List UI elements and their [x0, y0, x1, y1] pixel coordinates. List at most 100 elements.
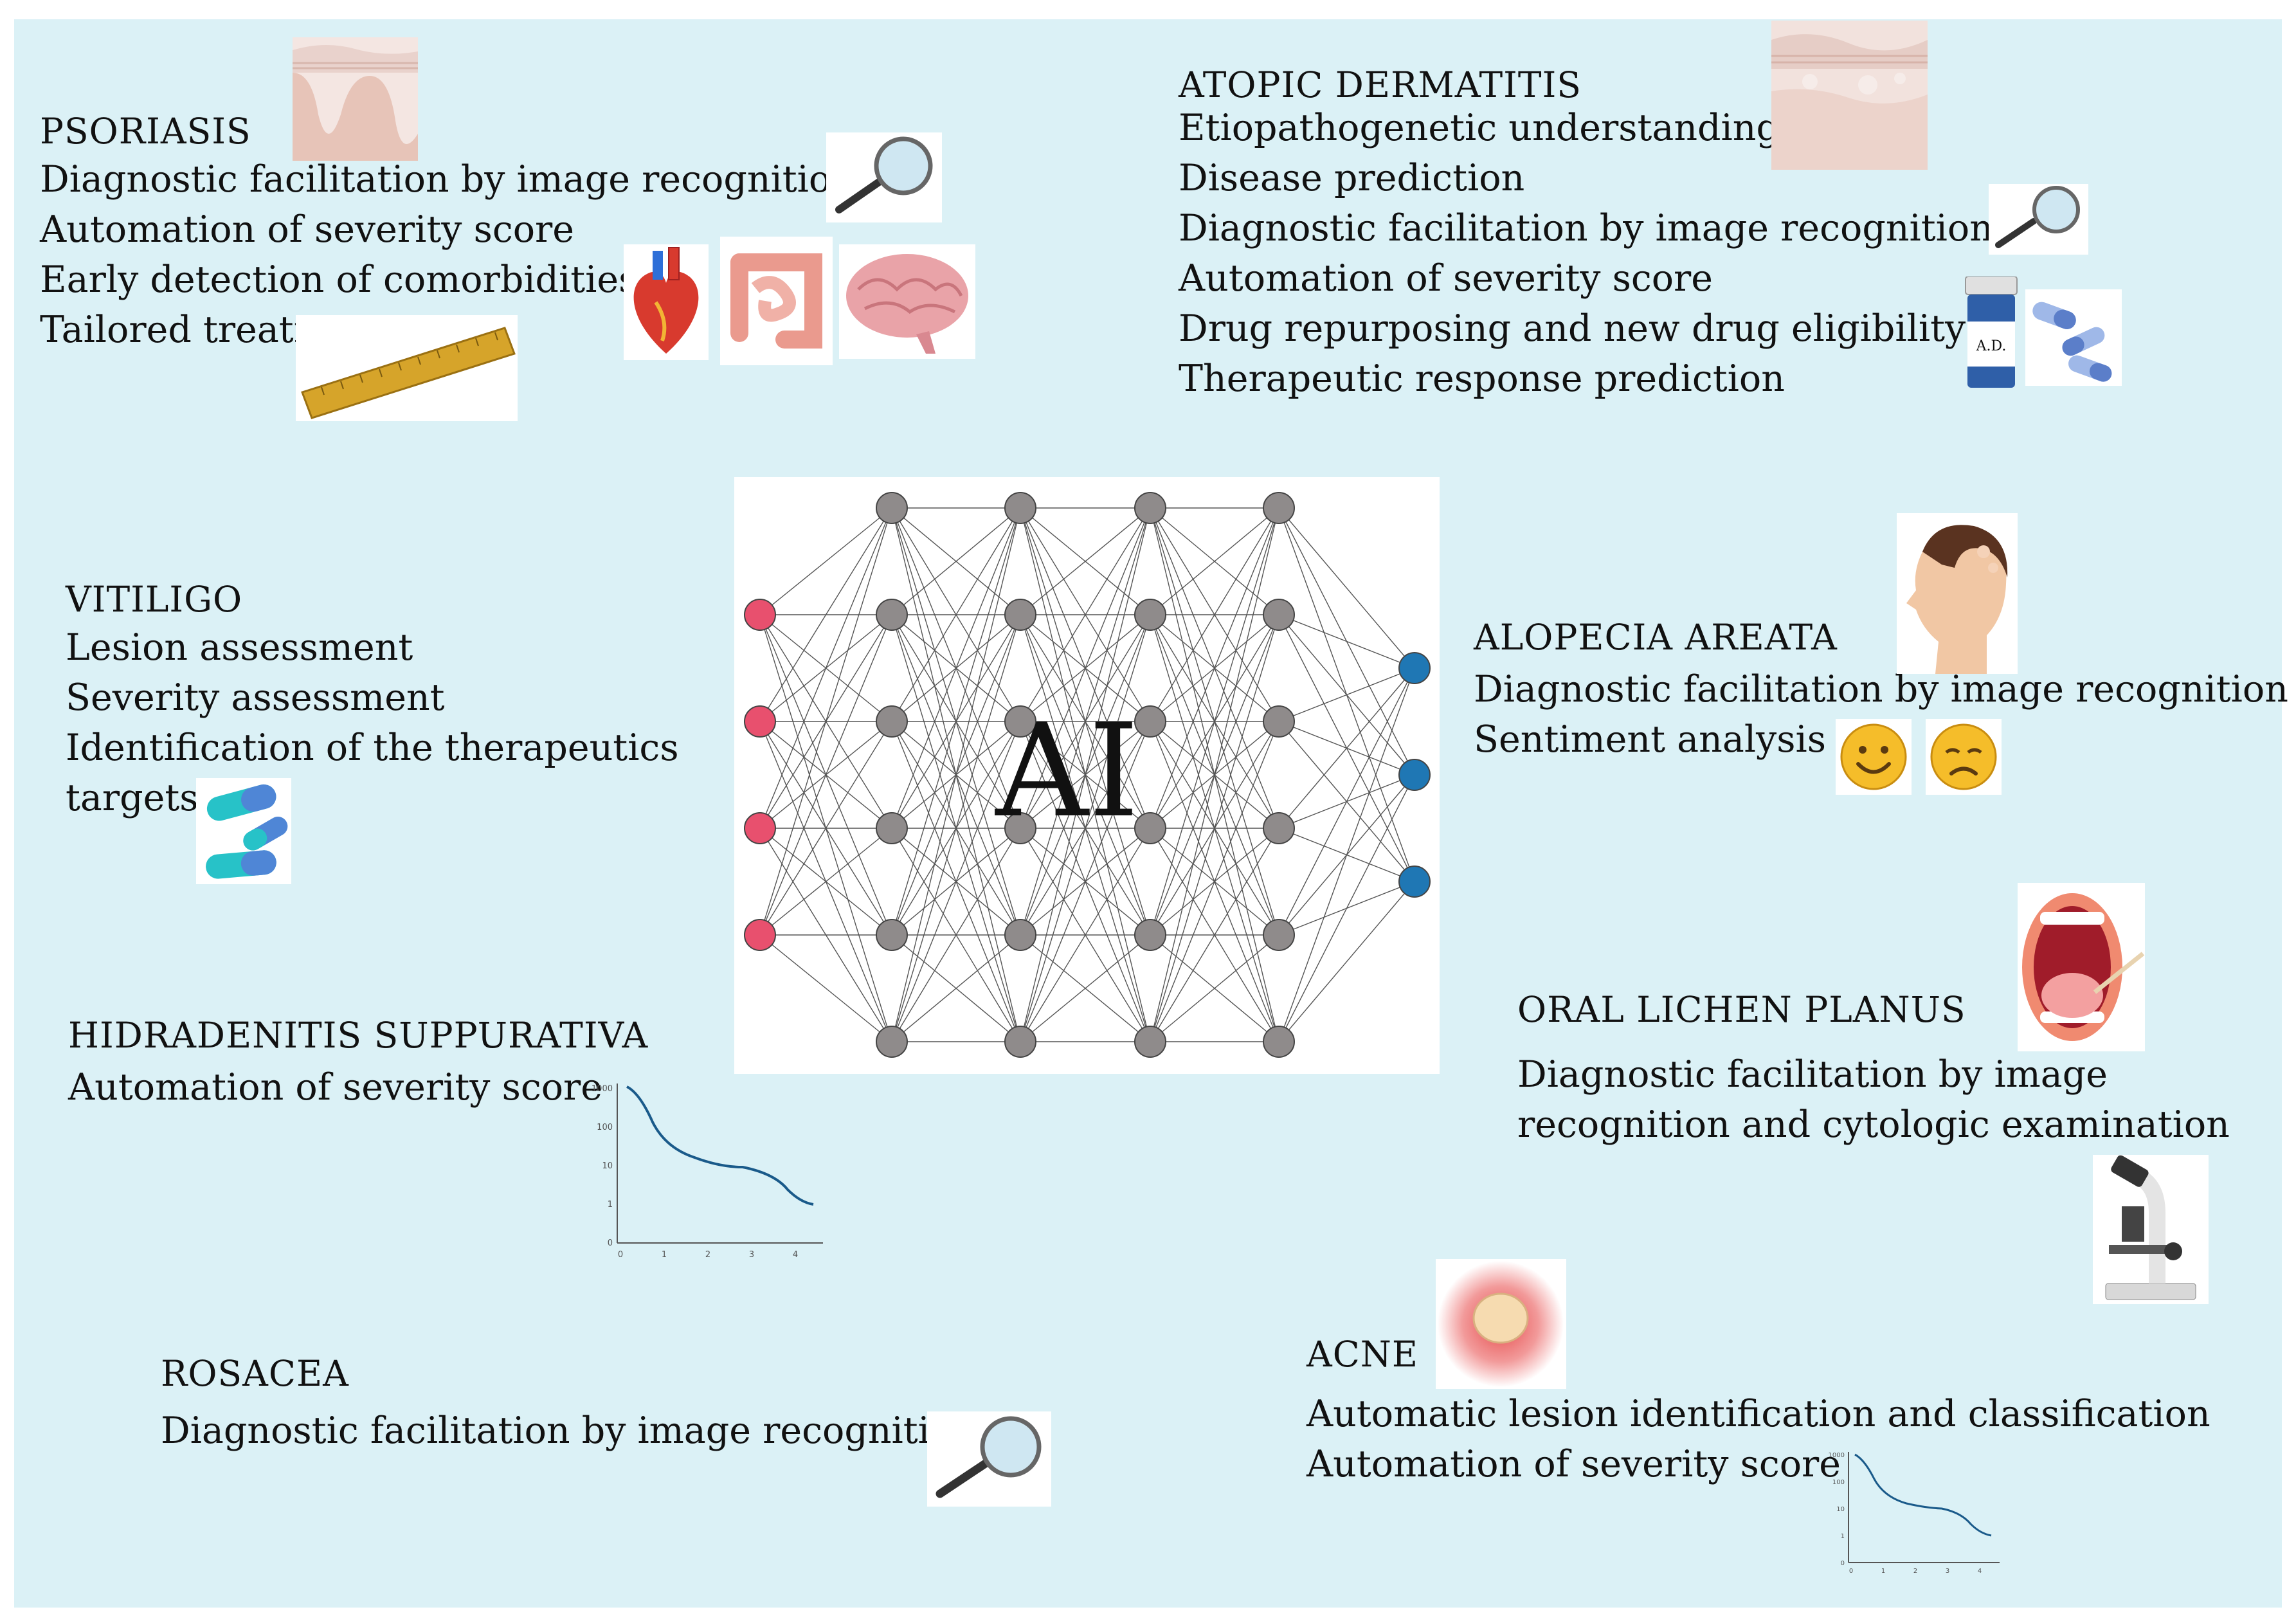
- nn-input-node: [744, 812, 776, 844]
- ai-label: AI: [995, 696, 1139, 846]
- chart-x-tick: 2: [705, 1250, 710, 1260]
- psoriasis-item-2: Automation of severity score: [40, 208, 575, 251]
- nn-connection: [891, 721, 1021, 1042]
- neural-network-diagram: [734, 477, 1440, 1074]
- nn-connection: [759, 507, 892, 936]
- nn-connection: [1020, 614, 1151, 1042]
- nn-connection: [891, 507, 1021, 615]
- alopecia-areata-section: ALOPECIA AREATA Diagnostic facilitation …: [1474, 614, 2288, 765]
- sad-face-icon: [1926, 719, 2002, 795]
- ad-item-6: Therapeutic response prediction: [1179, 358, 1785, 400]
- nn-connection: [891, 934, 1021, 1042]
- microscope-icon: [2093, 1155, 2209, 1304]
- rosacea-title: ROSACEA: [161, 1353, 349, 1394]
- nn-connection: [891, 507, 1021, 936]
- nn-connection: [759, 828, 892, 936]
- acne-item-1: Automatic lesion identification and clas…: [1306, 1393, 2210, 1435]
- nn-connection: [1020, 507, 1151, 722]
- head-profile-icon: [1897, 513, 2018, 674]
- alopecia-areata-title: ALOPECIA AREATA: [1474, 617, 1838, 658]
- nn-connection: [759, 507, 892, 722]
- hidradenitis-section: HIDRADENITIS SUPPURATIVA Automation of s…: [68, 1012, 648, 1112]
- ad-item-4: Automation of severity score: [1179, 257, 1713, 300]
- atopic-dermatitis-title: ATOPIC DERMATITIS: [1179, 64, 1582, 105]
- nn-connection: [1020, 721, 1151, 1042]
- chart-y-tick: 1000: [592, 1084, 613, 1094]
- pills-icon: [196, 778, 291, 884]
- chart-y-tick: 100: [1832, 1479, 1845, 1486]
- nn-hidden-node: [1004, 599, 1036, 631]
- nn-connection: [891, 614, 1021, 1042]
- nn-connection: [891, 828, 1021, 1042]
- neural-network-svg: [744, 492, 1431, 1058]
- ad-item-3: Diagnostic facilitation by image recogni…: [1179, 207, 1993, 249]
- nn-hidden-node: [1263, 599, 1295, 631]
- nn-hidden-node: [1134, 492, 1166, 524]
- chart-x-tick: 2: [1913, 1568, 1917, 1575]
- vitiligo-item-2: Severity assessment: [66, 676, 445, 719]
- chart-line: [1854, 1453, 1992, 1537]
- nn-hidden-node: [1004, 812, 1036, 844]
- magnifier-icon: [1989, 184, 2088, 255]
- olp-item-2: recognition and cytologic examination: [1517, 1103, 2230, 1146]
- nn-hidden-node: [1004, 919, 1036, 951]
- nn-connection: [891, 507, 1021, 829]
- nn-connection: [891, 507, 1021, 1042]
- nn-hidden-node: [1263, 812, 1295, 844]
- chart-x-tick: 4: [793, 1250, 798, 1260]
- nn-hidden-node: [1263, 492, 1295, 524]
- nn-connection: [759, 721, 892, 936]
- chart-x-tick: 1: [662, 1250, 667, 1260]
- hidradenitis-title: HIDRADENITIS SUPPURATIVA: [68, 1015, 649, 1056]
- rosacea-section: ROSACEA Diagnostic facilitation by image…: [161, 1350, 975, 1456]
- vitiligo-item-4: targets: [66, 777, 199, 819]
- nn-hidden-node: [876, 1026, 908, 1058]
- olp-item-1: Diagnostic facilitation by image: [1517, 1053, 2108, 1096]
- nn-hidden-node: [1004, 705, 1036, 738]
- chart-x-tick: 0: [618, 1250, 623, 1260]
- ad-item-1: Etiopathogenetic understanding: [1179, 107, 1780, 149]
- nn-output-node: [1398, 759, 1431, 791]
- brain-icon: [839, 244, 975, 359]
- nn-hidden-node: [1263, 1026, 1295, 1058]
- chart-line: [626, 1085, 814, 1206]
- pill-bottle-icon: A.D.: [1962, 277, 2020, 389]
- chart-x-tick: 4: [1978, 1568, 1982, 1575]
- nn-connection: [1278, 667, 1415, 1042]
- ruler-icon: [296, 315, 518, 421]
- nn-connection: [759, 507, 892, 829]
- nn-connection: [1150, 507, 1279, 936]
- nn-hidden-node: [1134, 705, 1166, 738]
- ad-item-2: Disease prediction: [1179, 157, 1525, 199]
- nn-connection: [1150, 507, 1279, 1042]
- chart-y-tick: 1: [1841, 1533, 1845, 1540]
- rosacea-item-1: Diagnostic facilitation by image recogni…: [161, 1410, 975, 1452]
- acne-section: ACNE Automatic lesion identification and…: [1306, 1331, 2210, 1489]
- chart-x-tick: 3: [1946, 1568, 1949, 1575]
- psoriasis-title: PSORIASIS: [40, 111, 251, 152]
- hidradenitis-item-1: Automation of severity score: [68, 1066, 603, 1109]
- nn-hidden-node: [1134, 1026, 1166, 1058]
- chart-y-tick: 10: [1836, 1506, 1845, 1513]
- pill-bottle-label: A.D.: [1976, 338, 2007, 354]
- nn-connection: [1020, 507, 1151, 1042]
- nn-hidden-node: [876, 705, 908, 738]
- nn-connection: [1150, 614, 1279, 1042]
- nn-connection: [1278, 667, 1415, 936]
- nn-connection: [1150, 507, 1279, 615]
- nn-input-node: [744, 919, 776, 951]
- magnifier-icon: [927, 1411, 1051, 1507]
- nn-hidden-node: [1004, 1026, 1036, 1058]
- magnifier-icon: [826, 132, 942, 222]
- chart-y-tick: 1000: [1829, 1452, 1845, 1459]
- nn-connection: [759, 934, 892, 1042]
- heart-icon: [624, 244, 709, 360]
- nn-connection: [1020, 507, 1151, 615]
- nn-connection: [1278, 667, 1415, 829]
- alopecia-item-1: Diagnostic facilitation by image recogni…: [1474, 668, 2288, 711]
- nn-connection: [1278, 774, 1415, 1042]
- open-mouth-icon: [2018, 883, 2145, 1051]
- chart-x-tick: 3: [749, 1250, 754, 1260]
- chart-y-tick: 0: [608, 1238, 613, 1248]
- psoriasis-item-1: Diagnostic facilitation by image recogni…: [40, 158, 854, 201]
